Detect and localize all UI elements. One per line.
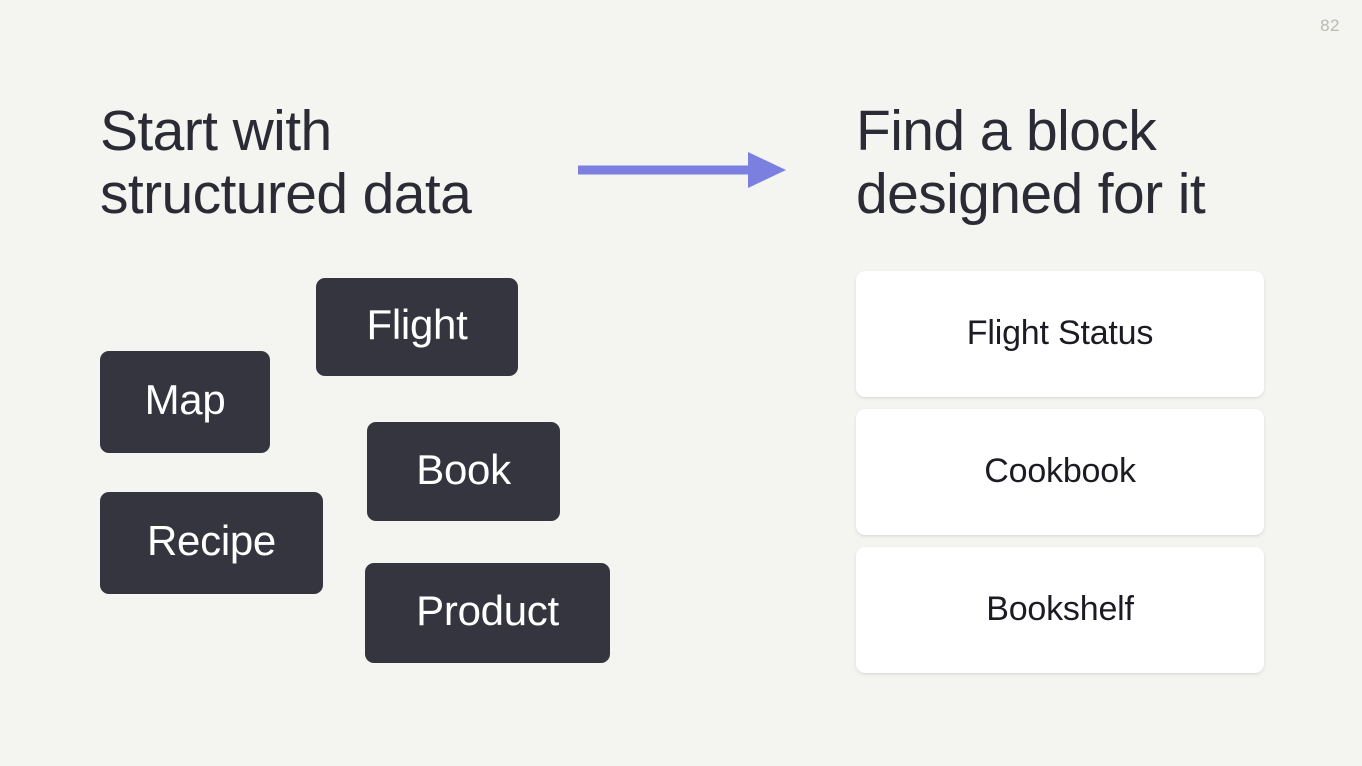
block-card-bookshelf[interactable]: Bookshelf — [856, 547, 1264, 673]
chip-label: Recipe — [147, 517, 276, 564]
data-type-chip-product[interactable]: Product — [365, 563, 610, 663]
arrow-right-icon — [578, 152, 786, 188]
block-card-flight-status[interactable]: Flight Status — [856, 271, 1264, 397]
card-label: Bookshelf — [986, 589, 1134, 628]
chip-label: Book — [416, 445, 511, 493]
data-type-chip-map[interactable]: Map — [100, 351, 270, 453]
chip-label: Flight — [366, 301, 468, 348]
chip-label: Product — [416, 587, 559, 634]
block-card-cookbook[interactable]: Cookbook — [856, 409, 1264, 535]
data-type-chip-book[interactable]: Book — [367, 422, 560, 521]
right-heading: Find a block designed for it — [856, 99, 1206, 226]
data-type-chip-recipe[interactable]: Recipe — [100, 492, 323, 594]
card-label: Flight Status — [966, 313, 1154, 352]
page-number: 82 — [1320, 16, 1340, 35]
left-heading: Start with structured data — [100, 99, 472, 226]
card-label: Cookbook — [984, 451, 1136, 490]
data-type-chip-flight[interactable]: Flight — [316, 278, 518, 376]
chip-label: Map — [144, 376, 226, 423]
